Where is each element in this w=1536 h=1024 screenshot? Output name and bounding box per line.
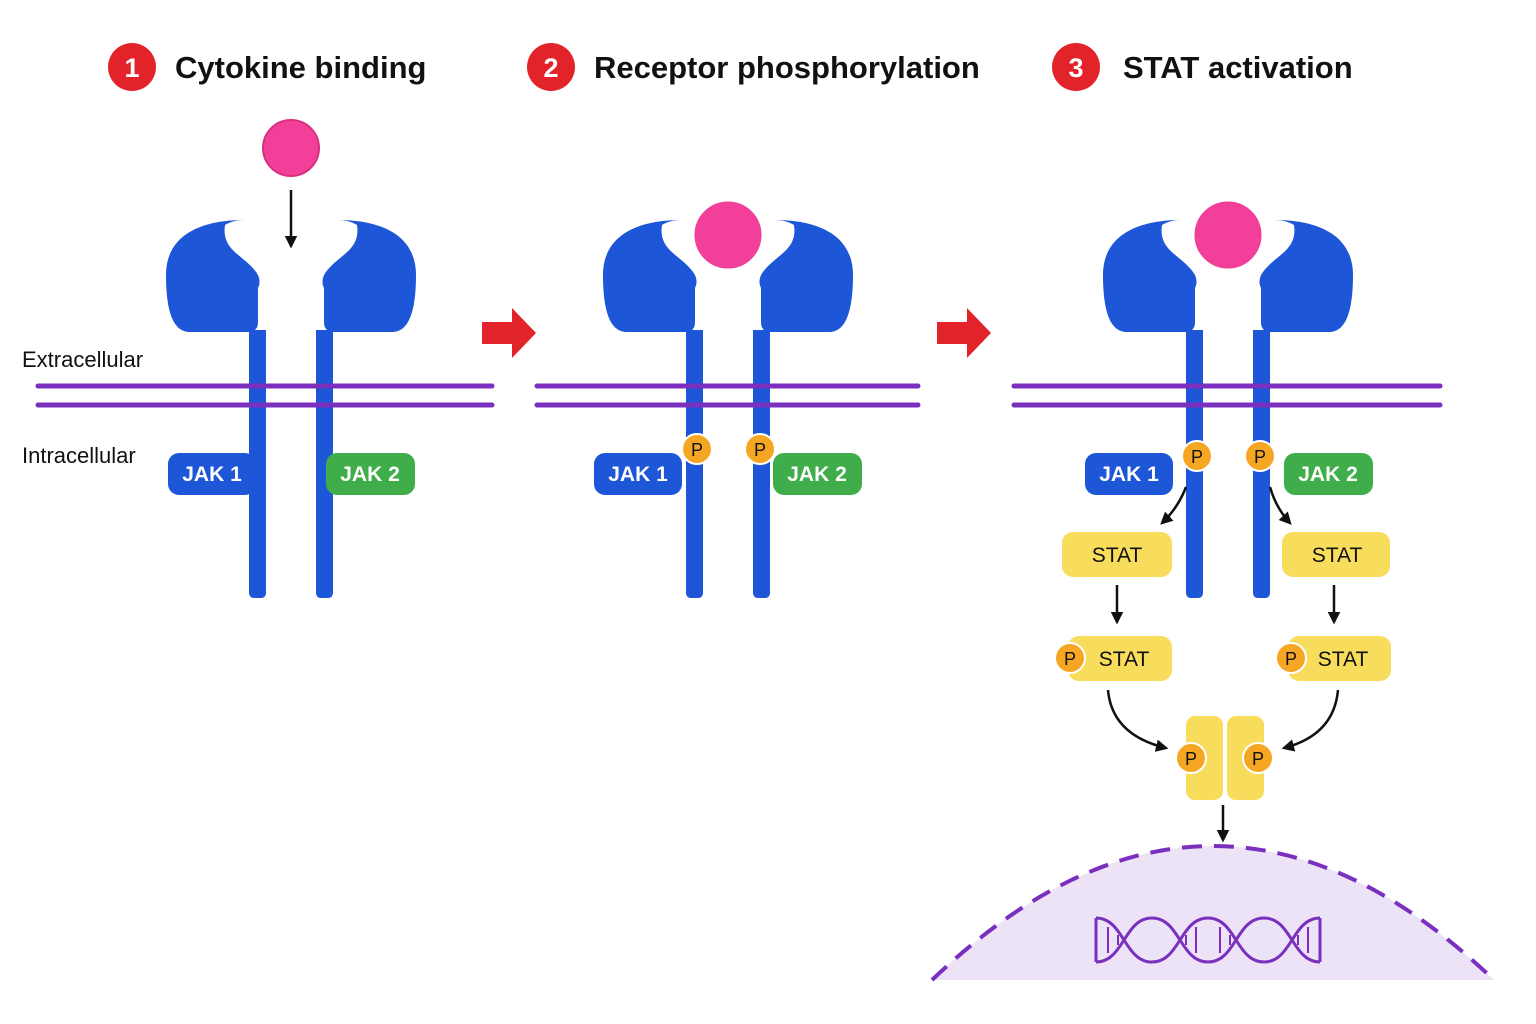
- svg-text:P: P: [1185, 749, 1197, 769]
- step-1-heading: 1 Cytokine binding: [108, 43, 426, 91]
- svg-text:P: P: [1285, 649, 1297, 669]
- svg-text:STAT: STAT: [1318, 648, 1369, 671]
- jak1-kinase: JAK 1: [1085, 453, 1173, 495]
- step-1-title: Cytokine binding: [175, 50, 426, 85]
- svg-text:JAK 1: JAK 1: [182, 463, 242, 486]
- jak1-kinase: JAK 1: [594, 453, 682, 495]
- svg-text:P: P: [1064, 649, 1076, 669]
- svg-text:P: P: [1254, 447, 1266, 467]
- panel-receptor-phosphorylation: JAK 1 JAK 2 P P: [534, 198, 921, 598]
- svg-text:STAT: STAT: [1092, 544, 1143, 567]
- svg-text:P: P: [1191, 447, 1203, 467]
- step-2-heading: 2 Receptor phosphorylation: [527, 43, 980, 91]
- phosphate-group: P: [744, 433, 776, 465]
- step-3-number: 3: [1068, 53, 1083, 83]
- membrane-2: [534, 383, 921, 408]
- svg-text:JAK 2: JAK 2: [340, 463, 400, 486]
- phospho-stat-right: P STAT: [1275, 636, 1391, 681]
- svg-text:STAT: STAT: [1099, 648, 1150, 671]
- receptor-2: [603, 220, 853, 598]
- dna-helix-icon: [1094, 916, 1322, 964]
- svg-text:JAK 1: JAK 1: [608, 463, 668, 486]
- membrane-3: [1011, 383, 1443, 408]
- phosphate-group: P: [1181, 440, 1213, 472]
- cytokine-ligand-icon: [691, 198, 765, 272]
- svg-text:JAK 2: JAK 2: [1298, 463, 1358, 486]
- dimerization-arrow-right: [1281, 689, 1340, 752]
- jak1-kinase: JAK 1: [168, 453, 256, 495]
- intracellular-label: Intracellular: [22, 443, 136, 468]
- svg-text:STAT: STAT: [1312, 544, 1363, 567]
- svg-text:P: P: [691, 440, 703, 460]
- svg-text:P: P: [1252, 749, 1264, 769]
- step-2-title: Receptor phosphorylation: [594, 50, 980, 85]
- dimerization-arrow-left: [1106, 689, 1169, 752]
- step-1-number: 1: [124, 53, 139, 83]
- membrane-1: [35, 383, 495, 408]
- nucleus: [930, 844, 1496, 982]
- stat-protein-left: STAT: [1062, 532, 1172, 577]
- jak2-kinase: JAK 2: [1284, 453, 1373, 495]
- step-3-badge: [1052, 43, 1100, 91]
- step-3-heading: 3 STAT activation: [1052, 43, 1353, 91]
- jak2-kinase: JAK 2: [773, 453, 862, 495]
- svg-text:P: P: [754, 440, 766, 460]
- jak2-kinase: JAK 2: [326, 453, 415, 495]
- right-arrow-icon: [482, 308, 536, 358]
- step-2-badge: [527, 43, 575, 91]
- svg-text:JAK 2: JAK 2: [787, 463, 847, 486]
- extracellular-label: Extracellular: [22, 347, 143, 372]
- phosphate-group: P: [1244, 440, 1276, 472]
- panel-cytokine-binding: JAK 1 JAK 2: [35, 119, 495, 598]
- svg-text:JAK 1: JAK 1: [1099, 463, 1159, 486]
- cytokine-ligand-icon: [1191, 198, 1265, 272]
- step-1-badge: [108, 43, 156, 91]
- step-2-number: 2: [543, 53, 558, 83]
- step-3-title: STAT activation: [1123, 50, 1353, 85]
- recruit-arrow-right: [1268, 486, 1292, 525]
- stat-protein-right: STAT: [1282, 532, 1390, 577]
- panel-stat-activation: JAK 1 JAK 2 P P STAT STAT P: [930, 198, 1496, 982]
- recruit-arrow-left: [1160, 486, 1188, 525]
- phospho-stat-left: P STAT: [1054, 636, 1172, 681]
- stat-dimer: P P: [1175, 716, 1274, 800]
- phosphate-group: P: [681, 433, 713, 465]
- cytokine-ligand-icon: [262, 119, 320, 177]
- right-arrow-icon: [937, 308, 991, 358]
- receptor-1: [166, 220, 416, 598]
